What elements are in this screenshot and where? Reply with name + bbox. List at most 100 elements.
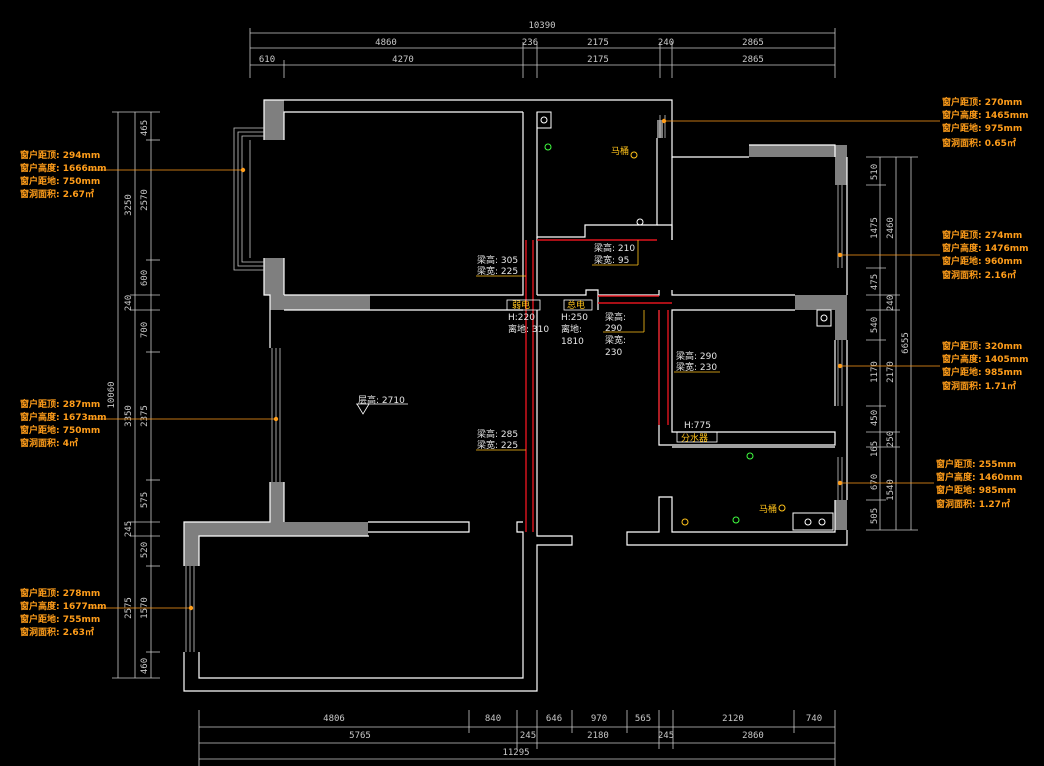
dim-left-in-1: 2570 [140, 189, 150, 211]
svg-text:窗户距顶: 278mm: 窗户距顶: 278mm [20, 587, 100, 599]
dim-bottom-r2-4: 2860 [742, 731, 764, 741]
dim-right-mid-3: 1540 [886, 479, 896, 501]
svg-text:窗户距地: 750mm: 窗户距地: 750mm [20, 175, 100, 187]
beam2-height: 梁高: 210 [594, 242, 635, 254]
weak-box-floor: 离地: 310 [508, 323, 549, 335]
beam5-width: 梁宽: 225 [477, 439, 518, 451]
svg-text:窗户距顶: 274mm: 窗户距顶: 274mm [942, 229, 1022, 241]
beam5-height: 梁高: 285 [477, 428, 518, 440]
windows-openings [185, 115, 843, 652]
box-outlines [506, 299, 718, 443]
dim-right-in-1: 1475 [870, 217, 880, 239]
beam-annotations: 梁高: 305 梁宽: 225 梁高: 210 梁宽: 95 梁高: 290 梁… [477, 242, 717, 451]
dim-left-in-8: 520 [140, 542, 150, 558]
right-dimension-texts: 510 1475 475 240 540 1170 450 165 670 50… [870, 164, 911, 524]
dim-right-mid-1: 2170 [886, 361, 896, 383]
svg-text:窗洞面积: 1.71㎡: 窗洞面积: 1.71㎡ [942, 380, 1016, 392]
dim-right-in-4: 540 [870, 317, 880, 333]
dim-left-in-3: 240 [124, 295, 134, 311]
svg-text:窗户高度: 1666mm: 窗户高度: 1666mm [20, 162, 107, 174]
window-info-right-2: 窗户距顶: 274mm 窗户高度: 1476mm 窗户距地: 960mm 窗洞面… [942, 229, 1029, 281]
beam3-height-val: 290 [605, 324, 622, 334]
dim-bottom-r2-0: 5765 [349, 731, 371, 741]
toilet-label-2: 马桶 [759, 503, 777, 515]
vent-icon [816, 309, 832, 327]
bottom-dimensions [198, 710, 836, 766]
water-manifold-label: 分水器 [681, 432, 708, 444]
dim-right-mid-0: 2460 [886, 217, 896, 239]
window-info-left-3: 窗户距顶: 278mm 窗户高度: 1677mm 窗户距地: 755mm 窗洞面… [20, 587, 107, 638]
dim-overall-top: 10390 [528, 21, 555, 31]
dim-left-mid-1: 3350 [124, 405, 134, 427]
svg-text:窗洞面积: 4㎡: 窗洞面积: 4㎡ [20, 437, 78, 449]
toilet-icon [630, 151, 638, 159]
svg-text:窗户高度: 1673mm: 窗户高度: 1673mm [20, 411, 107, 423]
dim-right-in-0: 510 [870, 164, 880, 180]
dim-top-r1-0: 4860 [375, 38, 397, 48]
floor-drain-icon [544, 143, 552, 151]
dim-top-r2-3: 2865 [742, 55, 764, 65]
dim-bottom-r2-2: 2180 [587, 731, 609, 741]
svg-text:窗户高度: 1476mm: 窗户高度: 1476mm [942, 242, 1029, 254]
beam3-width-val: 230 [605, 348, 622, 358]
dim-top-r2-1: 4270 [392, 55, 414, 65]
dim-top-r2-0: 610 [259, 55, 275, 65]
dim-bottom-r1-4: 565 [635, 714, 651, 724]
window-leaders [88, 118, 940, 611]
dim-bottom-r1-5: 2120 [722, 714, 744, 724]
beam4-width: 梁宽: 230 [676, 361, 717, 373]
dim-top-r1-2: 2175 [587, 38, 609, 48]
floor-drains [544, 143, 754, 524]
dim-right-in-5: 1170 [870, 361, 880, 383]
svg-text:窗户距地: 985mm: 窗户距地: 985mm [936, 484, 1016, 496]
left-dimension-texts: 465 2570 600 240 700 2375 575 245 520 15… [107, 120, 150, 674]
svg-text:窗户距顶: 294mm: 窗户距顶: 294mm [20, 149, 100, 161]
svg-text:窗户距地: 960mm: 窗户距地: 960mm [942, 255, 1022, 267]
window-info-left-1: 窗户距顶: 294mm 窗户高度: 1666mm 窗户距地: 750mm 窗洞面… [20, 149, 107, 200]
sink-icon [792, 512, 834, 531]
left-dimensions [112, 111, 160, 679]
weak-box-height: H:220 [508, 313, 535, 323]
main-box-height: H:250 [561, 313, 588, 323]
top-dimensions [249, 28, 836, 78]
dim-top-r2-2: 2175 [587, 55, 609, 65]
wall-outlines [183, 99, 848, 692]
beam3-height-label: 梁高: [605, 311, 626, 323]
water-manifold-height: H:775 [684, 421, 711, 431]
beam-lines [525, 239, 672, 532]
dim-bottom-r2-3: 245 [658, 731, 674, 741]
svg-text:窗洞面积: 2.67㎡: 窗洞面积: 2.67㎡ [20, 188, 94, 200]
svg-text:窗洞面积: 2.16㎡: 窗洞面积: 2.16㎡ [942, 269, 1016, 281]
dim-right-in-3: 240 [886, 295, 896, 311]
beam3-width-label: 梁宽: [605, 334, 626, 346]
dim-bottom-r1-3: 970 [591, 714, 607, 724]
dim-bottom-r2-1: 245 [520, 731, 536, 741]
dim-left-in-6: 575 [140, 492, 150, 508]
main-box-floor-label: 离地: [561, 323, 582, 335]
svg-text:窗洞面积: 2.63㎡: 窗洞面积: 2.63㎡ [20, 626, 94, 638]
beam1-width: 梁宽: 225 [477, 265, 518, 277]
fixtures [536, 111, 834, 531]
svg-text:窗洞面积: 0.65㎡: 窗洞面积: 0.65㎡ [942, 137, 1016, 149]
window-info-right-4: 窗户距顶: 255mm 窗户高度: 1460mm 窗户距地: 985mm 窗洞面… [936, 458, 1023, 510]
wall-fills [184, 100, 847, 566]
beam-leaders [476, 240, 720, 451]
top-dimension-texts: 10390 4860 236 2175 240 2865 610 4270 21… [259, 21, 764, 65]
dim-bottom-r1-6: 740 [806, 714, 822, 724]
dim-left-mid-0: 3250 [124, 194, 134, 216]
dim-right-in-2: 475 [870, 274, 880, 290]
svg-text:窗户距地: 755mm: 窗户距地: 755mm [20, 613, 100, 625]
electrical-annotations: 弱电 H:220 离地: 310 总电 H:250 离地: 1810 层高: 2… [358, 145, 777, 515]
floor-drain-icon [746, 452, 754, 460]
bottom-dimension-texts: 4806 840 646 970 565 2120 740 5765 245 2… [323, 714, 822, 758]
dim-bottom-r1-2: 646 [546, 714, 562, 724]
dim-left-in-2: 600 [140, 270, 150, 286]
dim-left-in-0: 465 [140, 120, 150, 136]
dim-left-overall: 10060 [107, 381, 117, 408]
svg-text:窗户距顶: 270mm: 窗户距顶: 270mm [942, 96, 1022, 108]
toilet-label-1: 马桶 [611, 145, 629, 157]
svg-text:窗户距顶: 320mm: 窗户距顶: 320mm [942, 340, 1022, 352]
vent-icon [536, 111, 552, 129]
dim-left-in-10: 460 [140, 658, 150, 674]
